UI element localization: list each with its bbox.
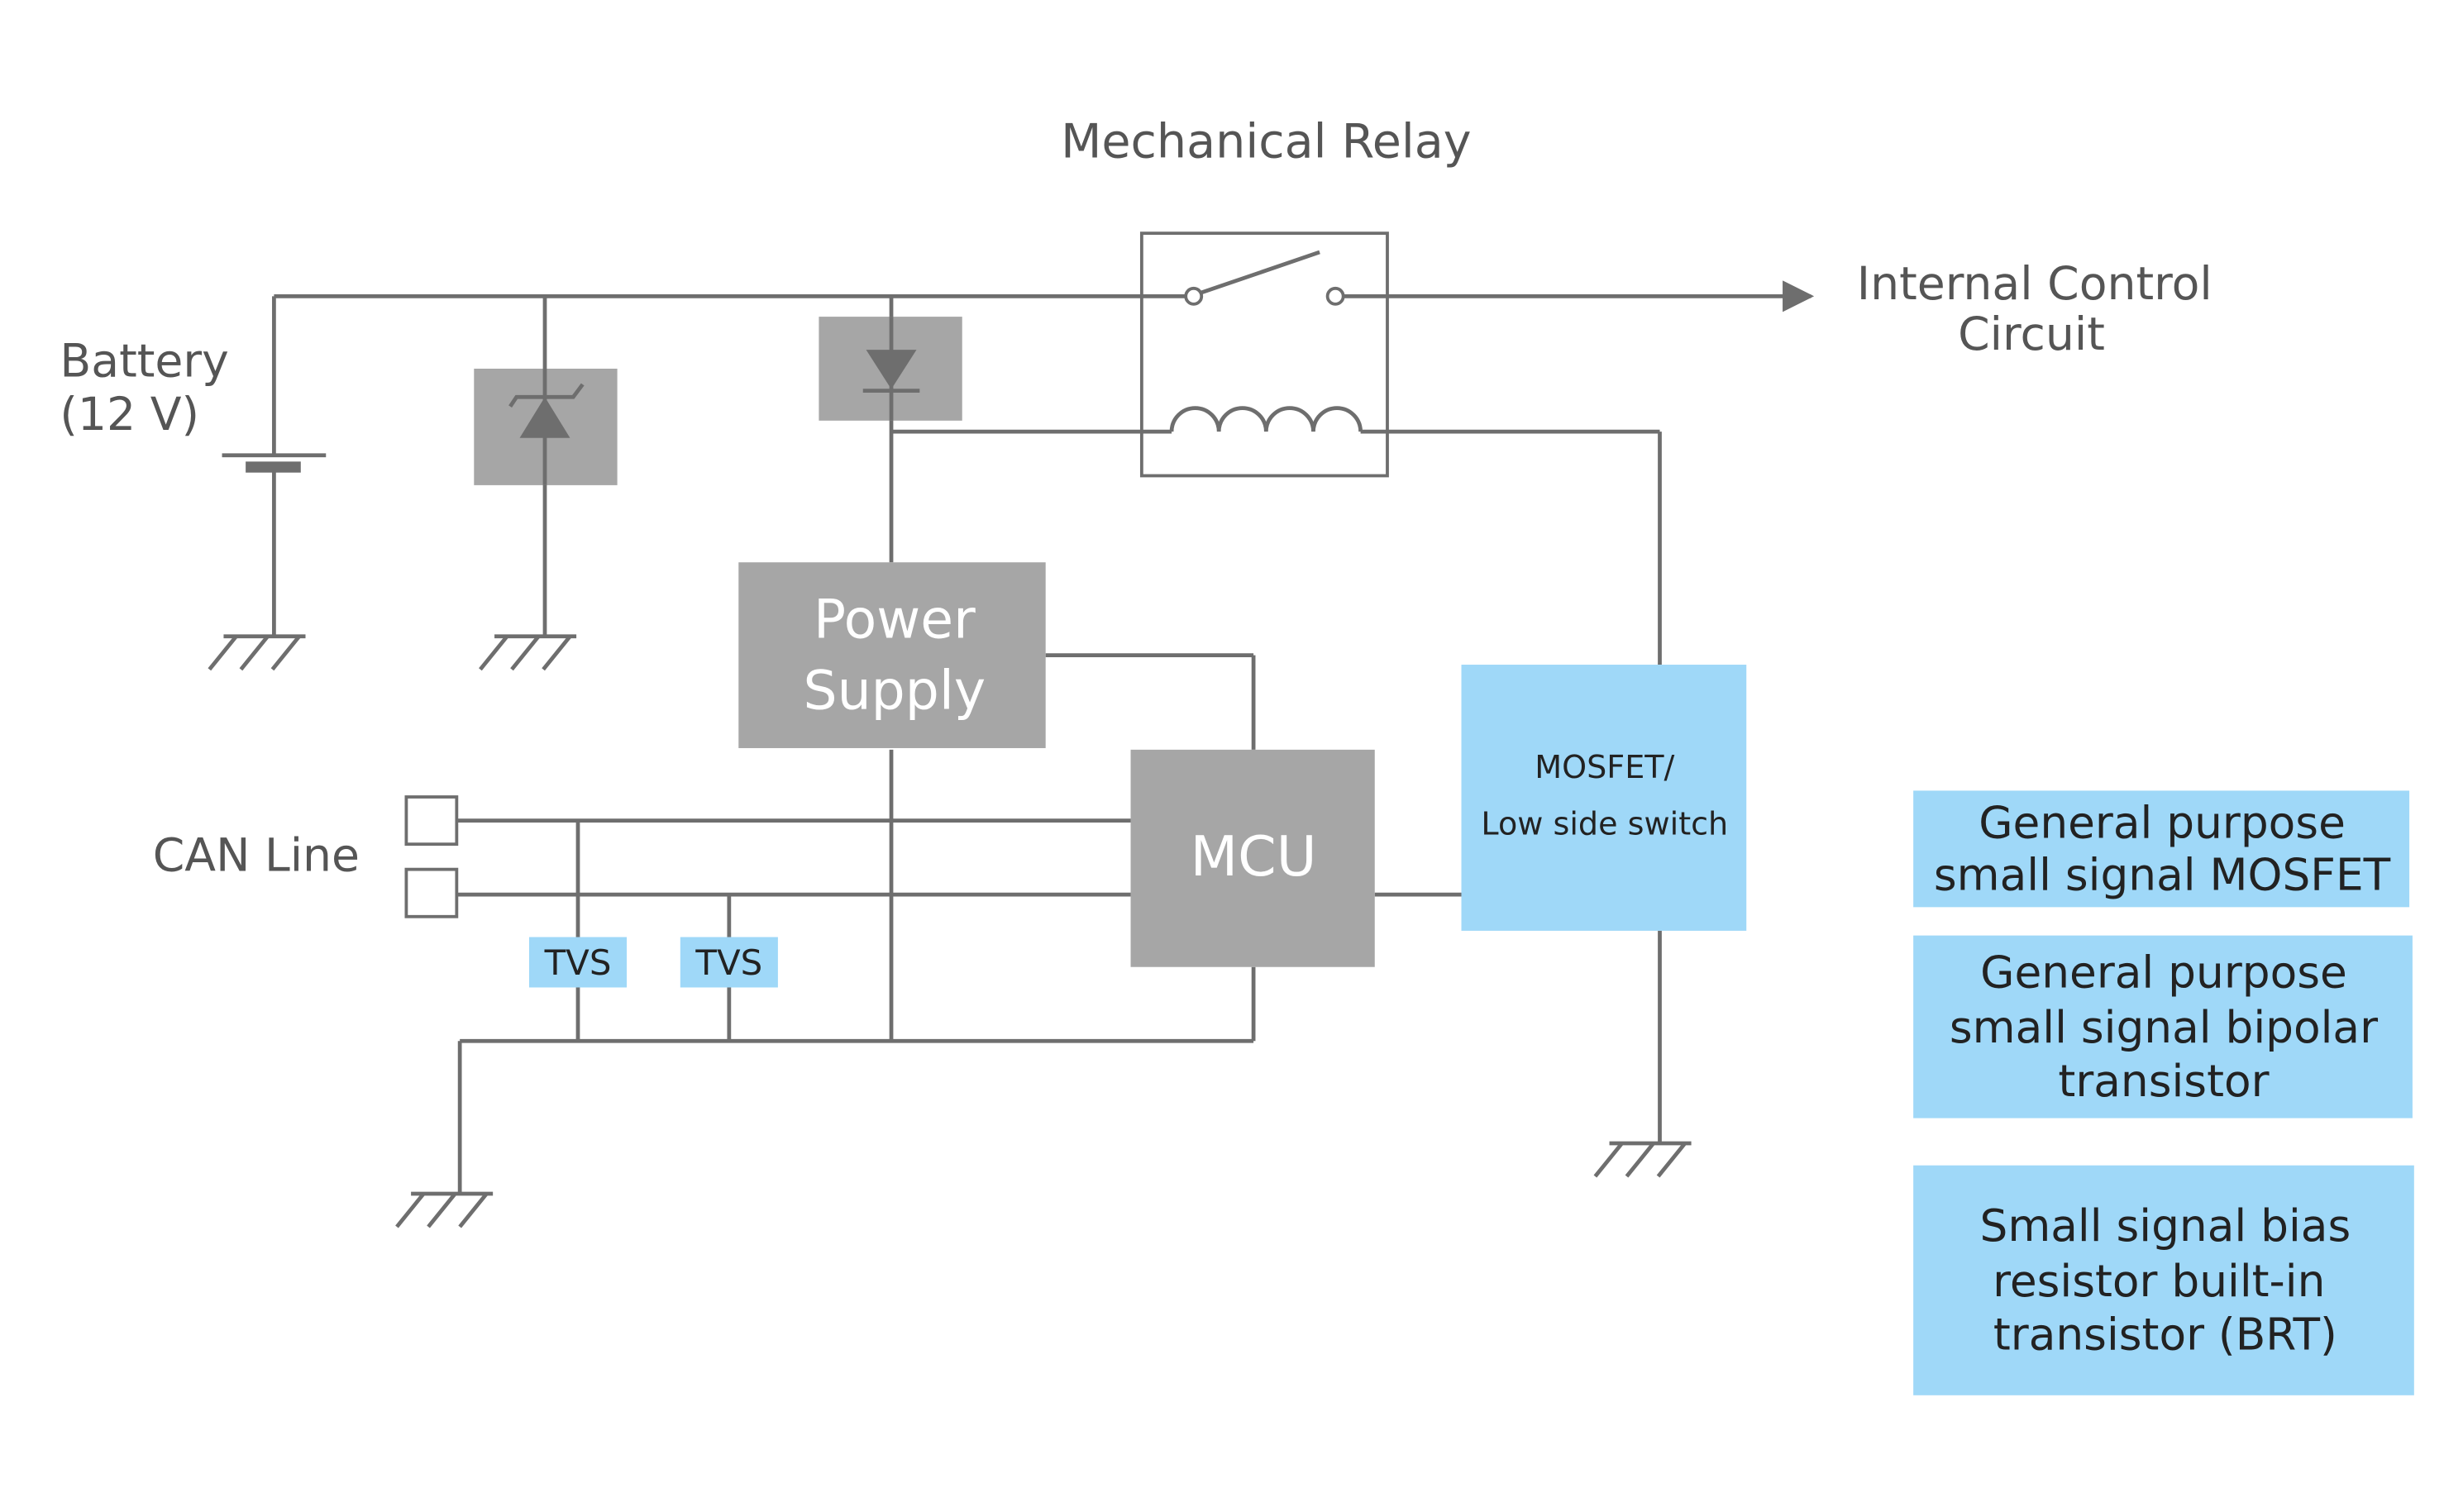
power-supply-label-line1: Power xyxy=(814,589,976,651)
power-supply-label-line2: Supply xyxy=(804,660,986,722)
can-terminal-low xyxy=(404,867,459,918)
tvs-block-2: TVS xyxy=(680,937,778,988)
mcu-label: MCU xyxy=(1191,824,1317,889)
legend-item-2-line2: small signal bipolar xyxy=(1950,1002,2378,1053)
ground-icon xyxy=(395,1191,494,1228)
diode-block xyxy=(819,317,962,421)
tvs-label-1: TVS xyxy=(544,942,612,983)
ground-icon xyxy=(208,634,306,671)
legend-item-bipolar: General purpose small signal bipolar tra… xyxy=(1913,935,2413,1118)
battery-symbol xyxy=(222,453,327,473)
relay-contact-left xyxy=(1184,286,1204,306)
ground-icon xyxy=(1593,1141,1692,1178)
can-terminal-high xyxy=(404,795,459,847)
tvs-block-1: TVS xyxy=(528,937,628,988)
legend-item-2-line3: transistor xyxy=(2058,1056,2269,1107)
legend-item-1-line1: General purpose xyxy=(1979,798,2346,849)
legend-item-3-line1: Small signal bias xyxy=(1979,1200,2351,1252)
relay-contact-right xyxy=(1325,286,1345,306)
internal-control-label-line1: Internal Control xyxy=(1857,258,2212,311)
can-line-label: CAN Line xyxy=(153,830,360,883)
legend-item-brt: Small signal bias resistor built-in tran… xyxy=(1913,1165,2414,1395)
battery-label-line2: (12 V) xyxy=(60,389,199,441)
legend-item-3-line2: resistor built-in xyxy=(1993,1256,2325,1307)
relay-switch-arm xyxy=(1199,250,1320,295)
mosfet-block: MOSFET/ Low side switch xyxy=(1461,665,1747,931)
relay-coil-icon xyxy=(1169,406,1363,432)
mosfet-label-line1: MOSFET/ xyxy=(1535,749,1674,785)
mcu-block: MCU xyxy=(1130,749,1375,967)
diode-icon xyxy=(866,350,917,389)
internal-control-label-line2: Circuit xyxy=(1958,308,2105,361)
zener-diode-block xyxy=(474,368,618,485)
legend-item-2-line1: General purpose xyxy=(1980,947,2347,998)
tvs-label-2: TVS xyxy=(695,942,762,983)
legend-item-3-line3: transistor (BRT) xyxy=(1993,1309,2337,1361)
power-supply-block: Power Supply xyxy=(738,562,1046,748)
legend-item-mosfet: General purpose small signal MOSFET xyxy=(1913,790,2410,908)
zener-diode-icon xyxy=(519,397,570,438)
diagram-title: Mechanical Relay xyxy=(1061,115,1472,169)
legend-item-1-line2: small signal MOSFET xyxy=(1934,849,2391,900)
mosfet-label-line2: Low side switch xyxy=(1481,806,1728,842)
ground-icon xyxy=(479,634,577,671)
battery-label-line1: Battery xyxy=(60,335,228,388)
mechanical-relay xyxy=(1139,231,1389,478)
